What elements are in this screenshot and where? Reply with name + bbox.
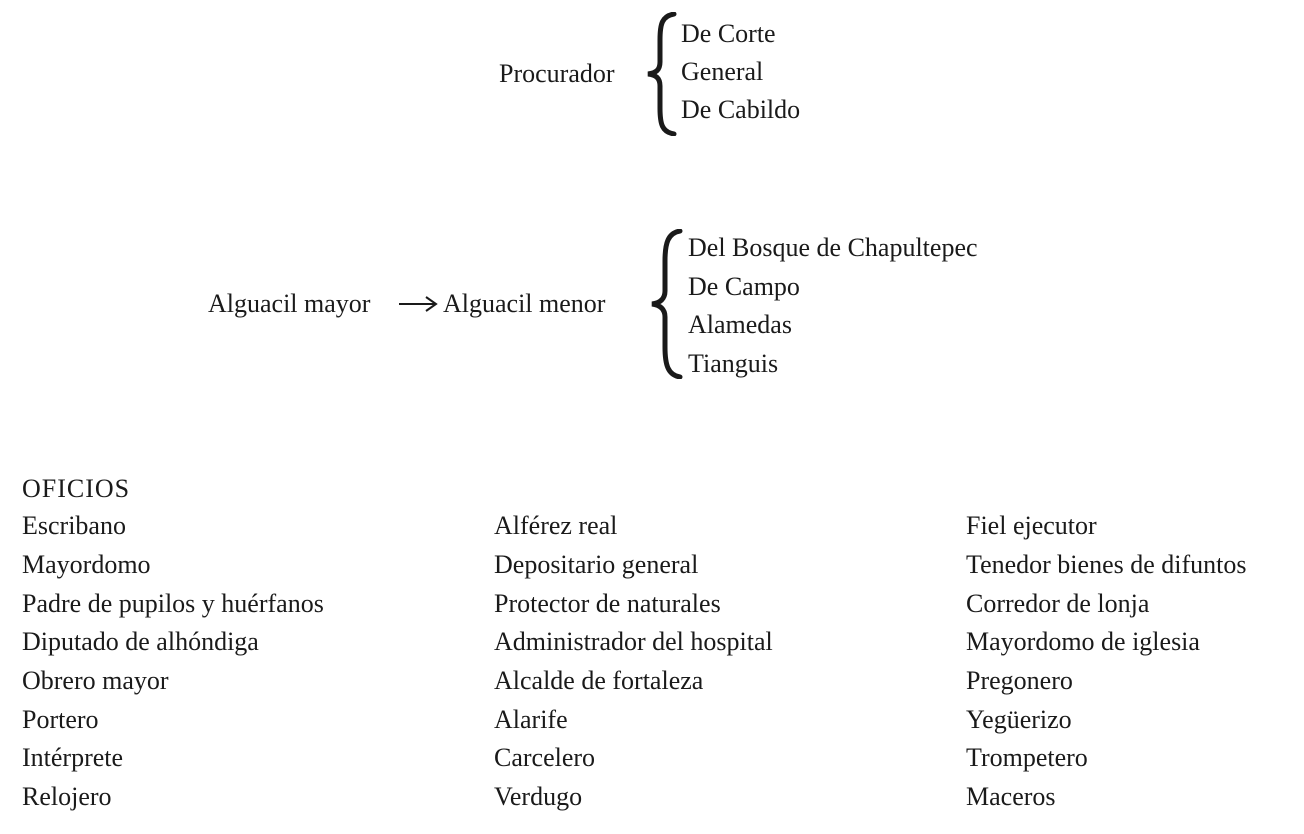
alguacil-menor-label: Alguacil menor	[443, 289, 606, 318]
oficio-item: Tenedor bienes de difuntos	[966, 550, 1247, 579]
alguacil-item-bosque: Del Bosque de Chapultepec	[688, 233, 978, 262]
oficios-heading: OFICIOS	[22, 474, 131, 503]
oficio-item: Corredor de lonja	[966, 589, 1150, 618]
oficio-item: Alcalde de fortaleza	[494, 666, 704, 695]
oficio-item: Maceros	[966, 782, 1056, 811]
oficio-item: Escribano	[22, 511, 126, 540]
oficio-item: Protector de naturales	[494, 589, 721, 618]
oficio-item: Alférez real	[494, 511, 618, 540]
oficio-item: Padre de pupilos y huérfanos	[22, 589, 324, 618]
oficio-item: Verdugo	[494, 782, 583, 811]
alguacil-item-campo: De Campo	[688, 272, 800, 301]
oficio-item: Relojero	[22, 782, 112, 811]
procurador-brace	[647, 12, 677, 136]
oficio-item: Obrero mayor	[22, 666, 169, 695]
oficio-item: Pregonero	[966, 666, 1073, 695]
oficio-item: Trompetero	[966, 743, 1088, 772]
oficio-item: Administrador del hospital	[494, 627, 773, 656]
procurador-item-de-corte: De Corte	[681, 19, 776, 48]
oficio-item: Intérprete	[22, 743, 124, 772]
oficio-item: Yegüerizo	[966, 705, 1072, 734]
procurador-label: Procurador	[499, 59, 615, 88]
procurador-item-general: General	[681, 57, 764, 86]
oficio-item: Diputado de alhóndiga	[22, 627, 259, 656]
oficio-item: Mayordomo	[22, 550, 151, 579]
oficio-item: Carcelero	[494, 743, 596, 772]
alguacil-item-alamedas: Alamedas	[688, 310, 792, 339]
alguacil-mayor-label: Alguacil mayor	[208, 289, 371, 318]
oficio-item: Depositario general	[494, 550, 699, 579]
arrow-right-icon	[399, 296, 438, 312]
oficio-item: Portero	[22, 705, 99, 734]
alguacil-item-tianguis: Tianguis	[688, 349, 779, 378]
oficio-item: Fiel ejecutor	[966, 511, 1097, 540]
alguacil-brace	[651, 229, 683, 379]
procurador-item-de-cabildo: De Cabildo	[681, 95, 801, 124]
oficio-item: Mayordomo de iglesia	[966, 627, 1200, 656]
oficio-item: Alarife	[494, 705, 568, 734]
